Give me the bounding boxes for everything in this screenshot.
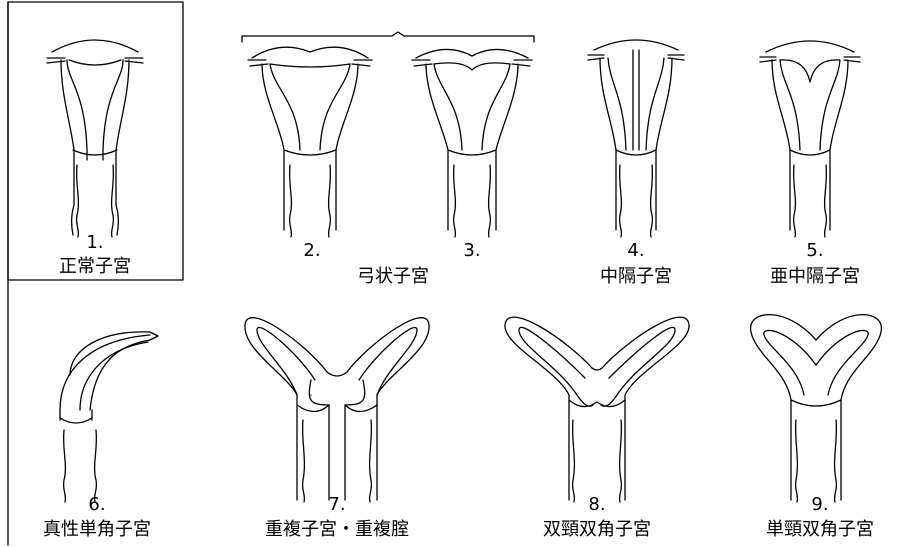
figure-9-label: 単頸双角子宮	[766, 519, 874, 540]
figure-9-bicornuate-unicollis	[750, 314, 882, 503]
figure-5-subseptate	[759, 40, 861, 238]
figure-4-septate	[587, 39, 685, 238]
figure-4-number: 4.	[627, 240, 644, 261]
figure-5-number: 5.	[806, 240, 823, 261]
figure-4-label: 中隔子宮	[600, 266, 672, 287]
figure-1-label: 正常子宮	[59, 256, 131, 277]
normal-uterus-box	[7, 1, 184, 281]
figure-1-number: 1.	[86, 232, 103, 253]
figure-7-didelphys	[244, 317, 430, 503]
figure-8-number: 8.	[588, 494, 605, 515]
figure-3-number: 3.	[463, 240, 480, 261]
figure-7-number: 7.	[328, 494, 345, 515]
figure-7-label: 重複子宮・重複腟	[265, 519, 409, 540]
frame-lines	[7, 1, 184, 546]
arcuate-bracket	[241, 31, 535, 43]
figure-8-bicornuate-bicollis	[504, 316, 690, 503]
arcuate-group-label: 弓状子宮	[357, 266, 429, 287]
figure-2-number: 2.	[303, 240, 320, 261]
figure-6-label: 真性単角子宮	[43, 519, 151, 540]
figure-9-number: 9.	[811, 494, 828, 515]
figure-6-number: 6.	[88, 494, 105, 515]
figure-5-label: 亜中隔子宮	[770, 266, 860, 287]
figure-1-normal-uterus	[46, 39, 144, 238]
figure-3-arcuate	[411, 48, 533, 238]
figure-6-unicornuate	[59, 331, 159, 503]
figure-8-label: 双頸双角子宮	[543, 519, 651, 540]
figure-2-arcuate	[247, 46, 373, 238]
